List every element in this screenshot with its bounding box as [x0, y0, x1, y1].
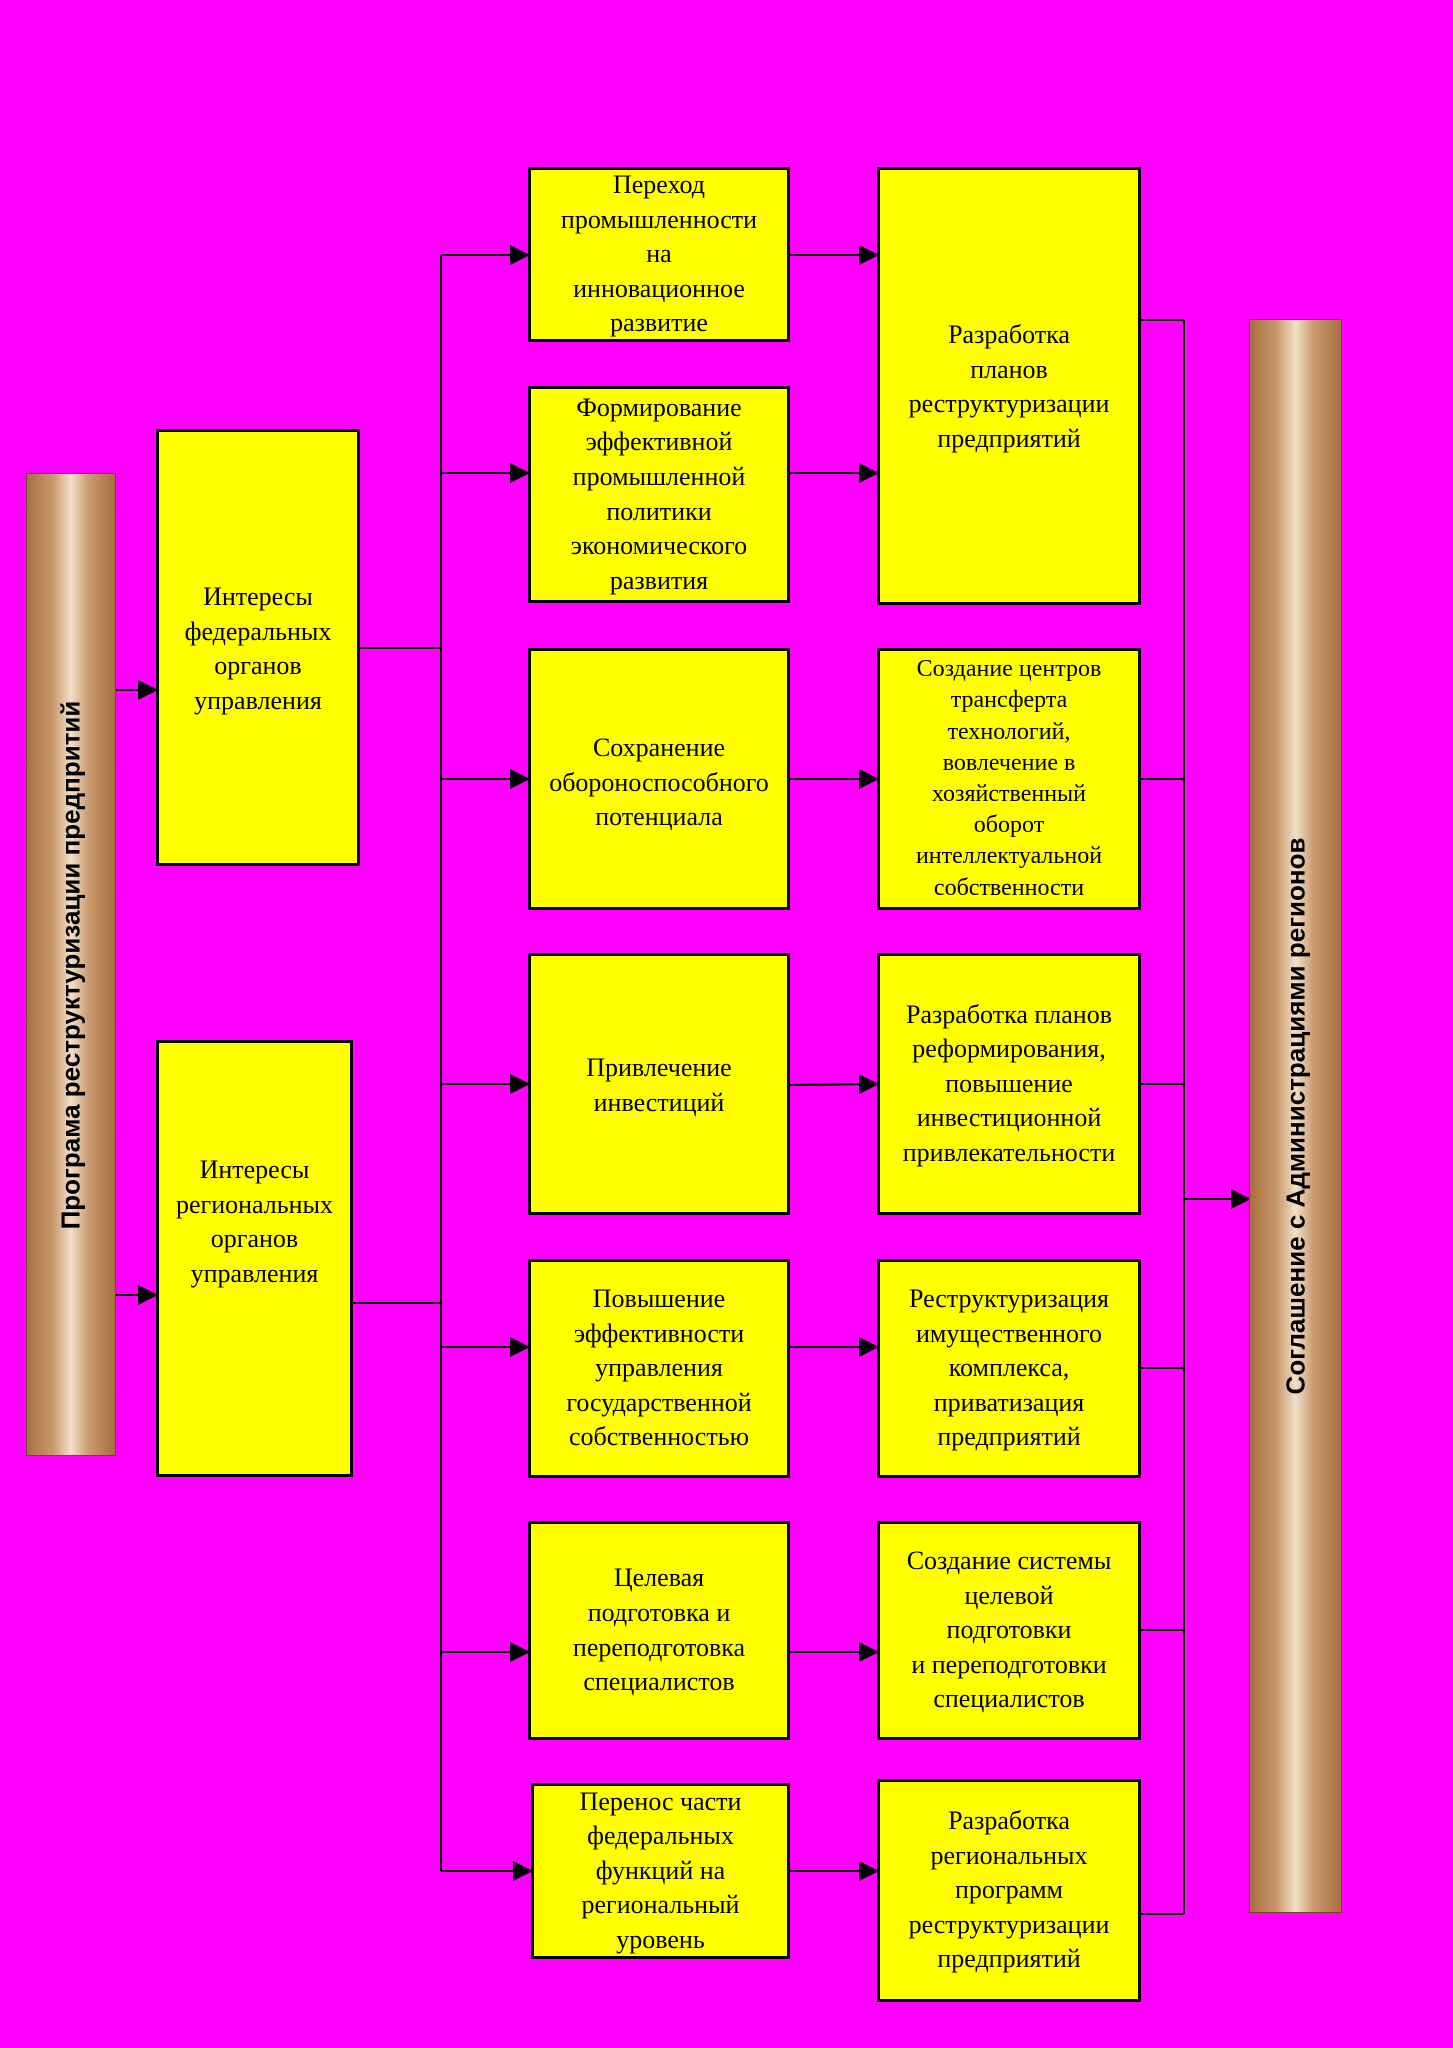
direction-box: Повышение эффективности управления госуд… — [528, 1259, 790, 1478]
regional-interests-box: Интересы региональных органов управления — [156, 1040, 353, 1477]
direction-box: Перенос части федеральных функций на рег… — [531, 1783, 790, 1959]
federal-interests-box: Интересы федеральных органов управления — [156, 429, 360, 866]
direction-box: Привлечение инвестиций — [528, 953, 790, 1215]
measure-box: Реструктуризация имущественного комплекс… — [877, 1259, 1141, 1478]
program-bar: Програма реструктуризации предпритий — [26, 473, 116, 1456]
direction-box: Сохранение обороноспособного потенциала — [528, 648, 790, 910]
agreement-bar: Соглашение с Администрациями регионов — [1249, 319, 1342, 1913]
direction-box: Формирование эффективной промышленной по… — [528, 386, 790, 603]
direction-box: Целевая подготовка и переподготовка спец… — [528, 1521, 790, 1740]
measure-box: Разработка планов реструктуризации предп… — [877, 167, 1141, 605]
measure-box: Создание системы целевой подготовки и пе… — [877, 1521, 1141, 1740]
program-bar-label: Програма реструктуризации предпритий — [55, 700, 86, 1229]
measure-box: Разработка планов реформирования, повыше… — [877, 953, 1141, 1215]
measure-box: Создание центров трансферта технологий, … — [877, 648, 1141, 910]
agreement-bar-label: Соглашение с Администрациями регионов — [1280, 837, 1310, 1395]
measure-box: Разработка региональных программ реструк… — [877, 1779, 1141, 2002]
direction-box: Переход промышленности на инновационное … — [528, 167, 790, 342]
